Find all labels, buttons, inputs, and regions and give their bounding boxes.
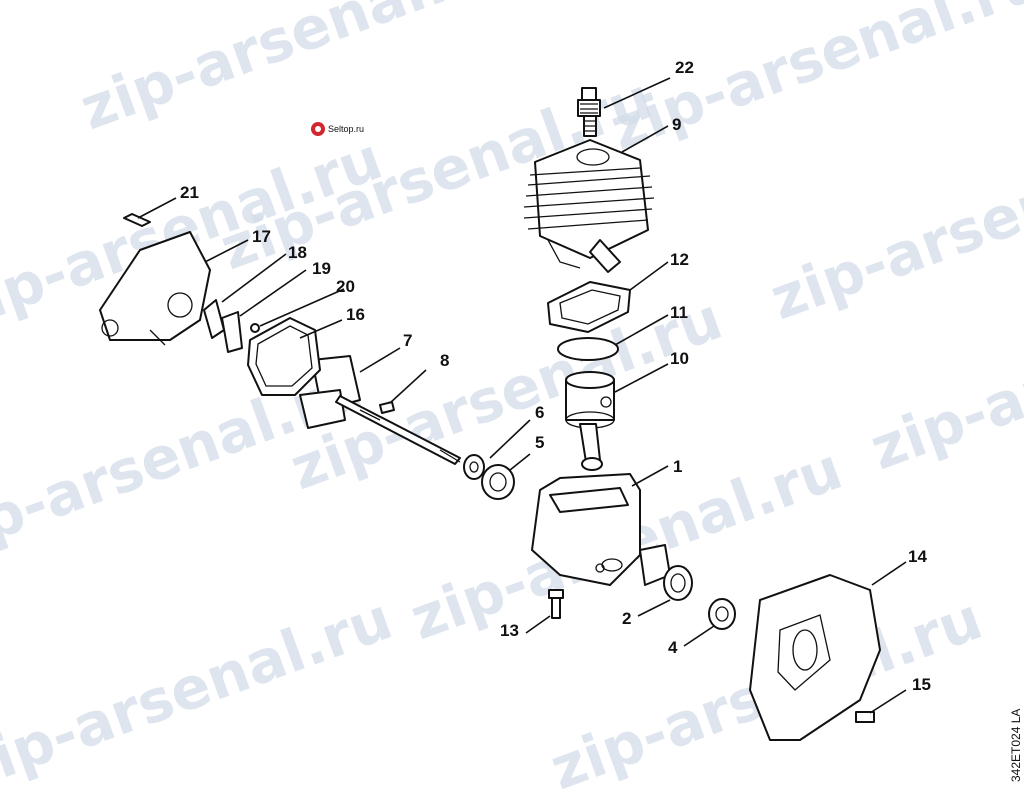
- callout-11: 11: [670, 303, 688, 322]
- watermark: zip-arsenal.ru: [72, 0, 521, 143]
- logo-text: Seltop.ru: [328, 124, 364, 134]
- callout-labels: 1 2 4 5 6 7 8 9 10 11 12 13 14 15 16 17 …: [180, 58, 931, 694]
- part-15-screw: [855, 711, 875, 723]
- leader-lines: [137, 77, 907, 714]
- seltop-logo: Seltop.ru: [311, 122, 364, 136]
- callout-7: 7: [403, 331, 412, 350]
- part-9-cylinder: [523, 139, 655, 273]
- part-13-screw: [548, 589, 564, 619]
- callout-8: 8: [440, 351, 449, 370]
- callout-22: 22: [675, 58, 694, 77]
- part-18-plate: [203, 299, 225, 339]
- callout-19: 19: [312, 259, 331, 278]
- part-7-crankshaft: [299, 355, 461, 465]
- callout-9: 9: [672, 115, 681, 134]
- callout-10: 10: [670, 349, 689, 368]
- part-5-bearing: [481, 464, 515, 500]
- callout-4: 4: [668, 638, 678, 657]
- logo-mark-inner: [315, 126, 321, 132]
- callout-5: 5: [535, 433, 544, 452]
- part-22-spark-plug: [577, 87, 601, 137]
- drawing-code: 342ET024 LA: [1009, 709, 1023, 782]
- part-6-washer: [463, 454, 485, 480]
- part-20-screw: [250, 323, 260, 333]
- callout-12: 12: [670, 250, 689, 269]
- part-2-bearing: [663, 565, 693, 601]
- callout-21: 21: [180, 183, 199, 202]
- part-14-fan-housing: [749, 574, 881, 741]
- watermark: zip-arsenal.ru: [762, 114, 1024, 333]
- part-17-cover: [99, 231, 211, 346]
- callout-15: 15: [912, 675, 931, 694]
- part-12-gasket: [547, 281, 631, 333]
- part-10-piston: [565, 371, 615, 471]
- callout-6: 6: [535, 403, 544, 422]
- callout-1: 1: [673, 457, 682, 476]
- callout-2: 2: [622, 609, 631, 628]
- part-21-screw: [123, 213, 151, 227]
- callout-20: 20: [336, 277, 355, 296]
- callout-16: 16: [346, 305, 365, 324]
- callout-17: 17: [252, 227, 271, 246]
- callout-14: 14: [908, 547, 927, 566]
- part-4-oil-seal: [708, 598, 736, 630]
- watermark: zip-arsenal.ru: [862, 264, 1024, 483]
- part-19-plate: [221, 311, 243, 353]
- callout-13: 13: [500, 621, 519, 640]
- part-8-key: [379, 401, 395, 414]
- part-11-piston-ring: [557, 337, 619, 361]
- watermark: zip-arsenal.ru: [602, 0, 1024, 163]
- part-1-crankcase: [531, 473, 671, 586]
- watermark: zip-arsenal.ru: [0, 584, 401, 796]
- callout-18: 18: [288, 243, 307, 262]
